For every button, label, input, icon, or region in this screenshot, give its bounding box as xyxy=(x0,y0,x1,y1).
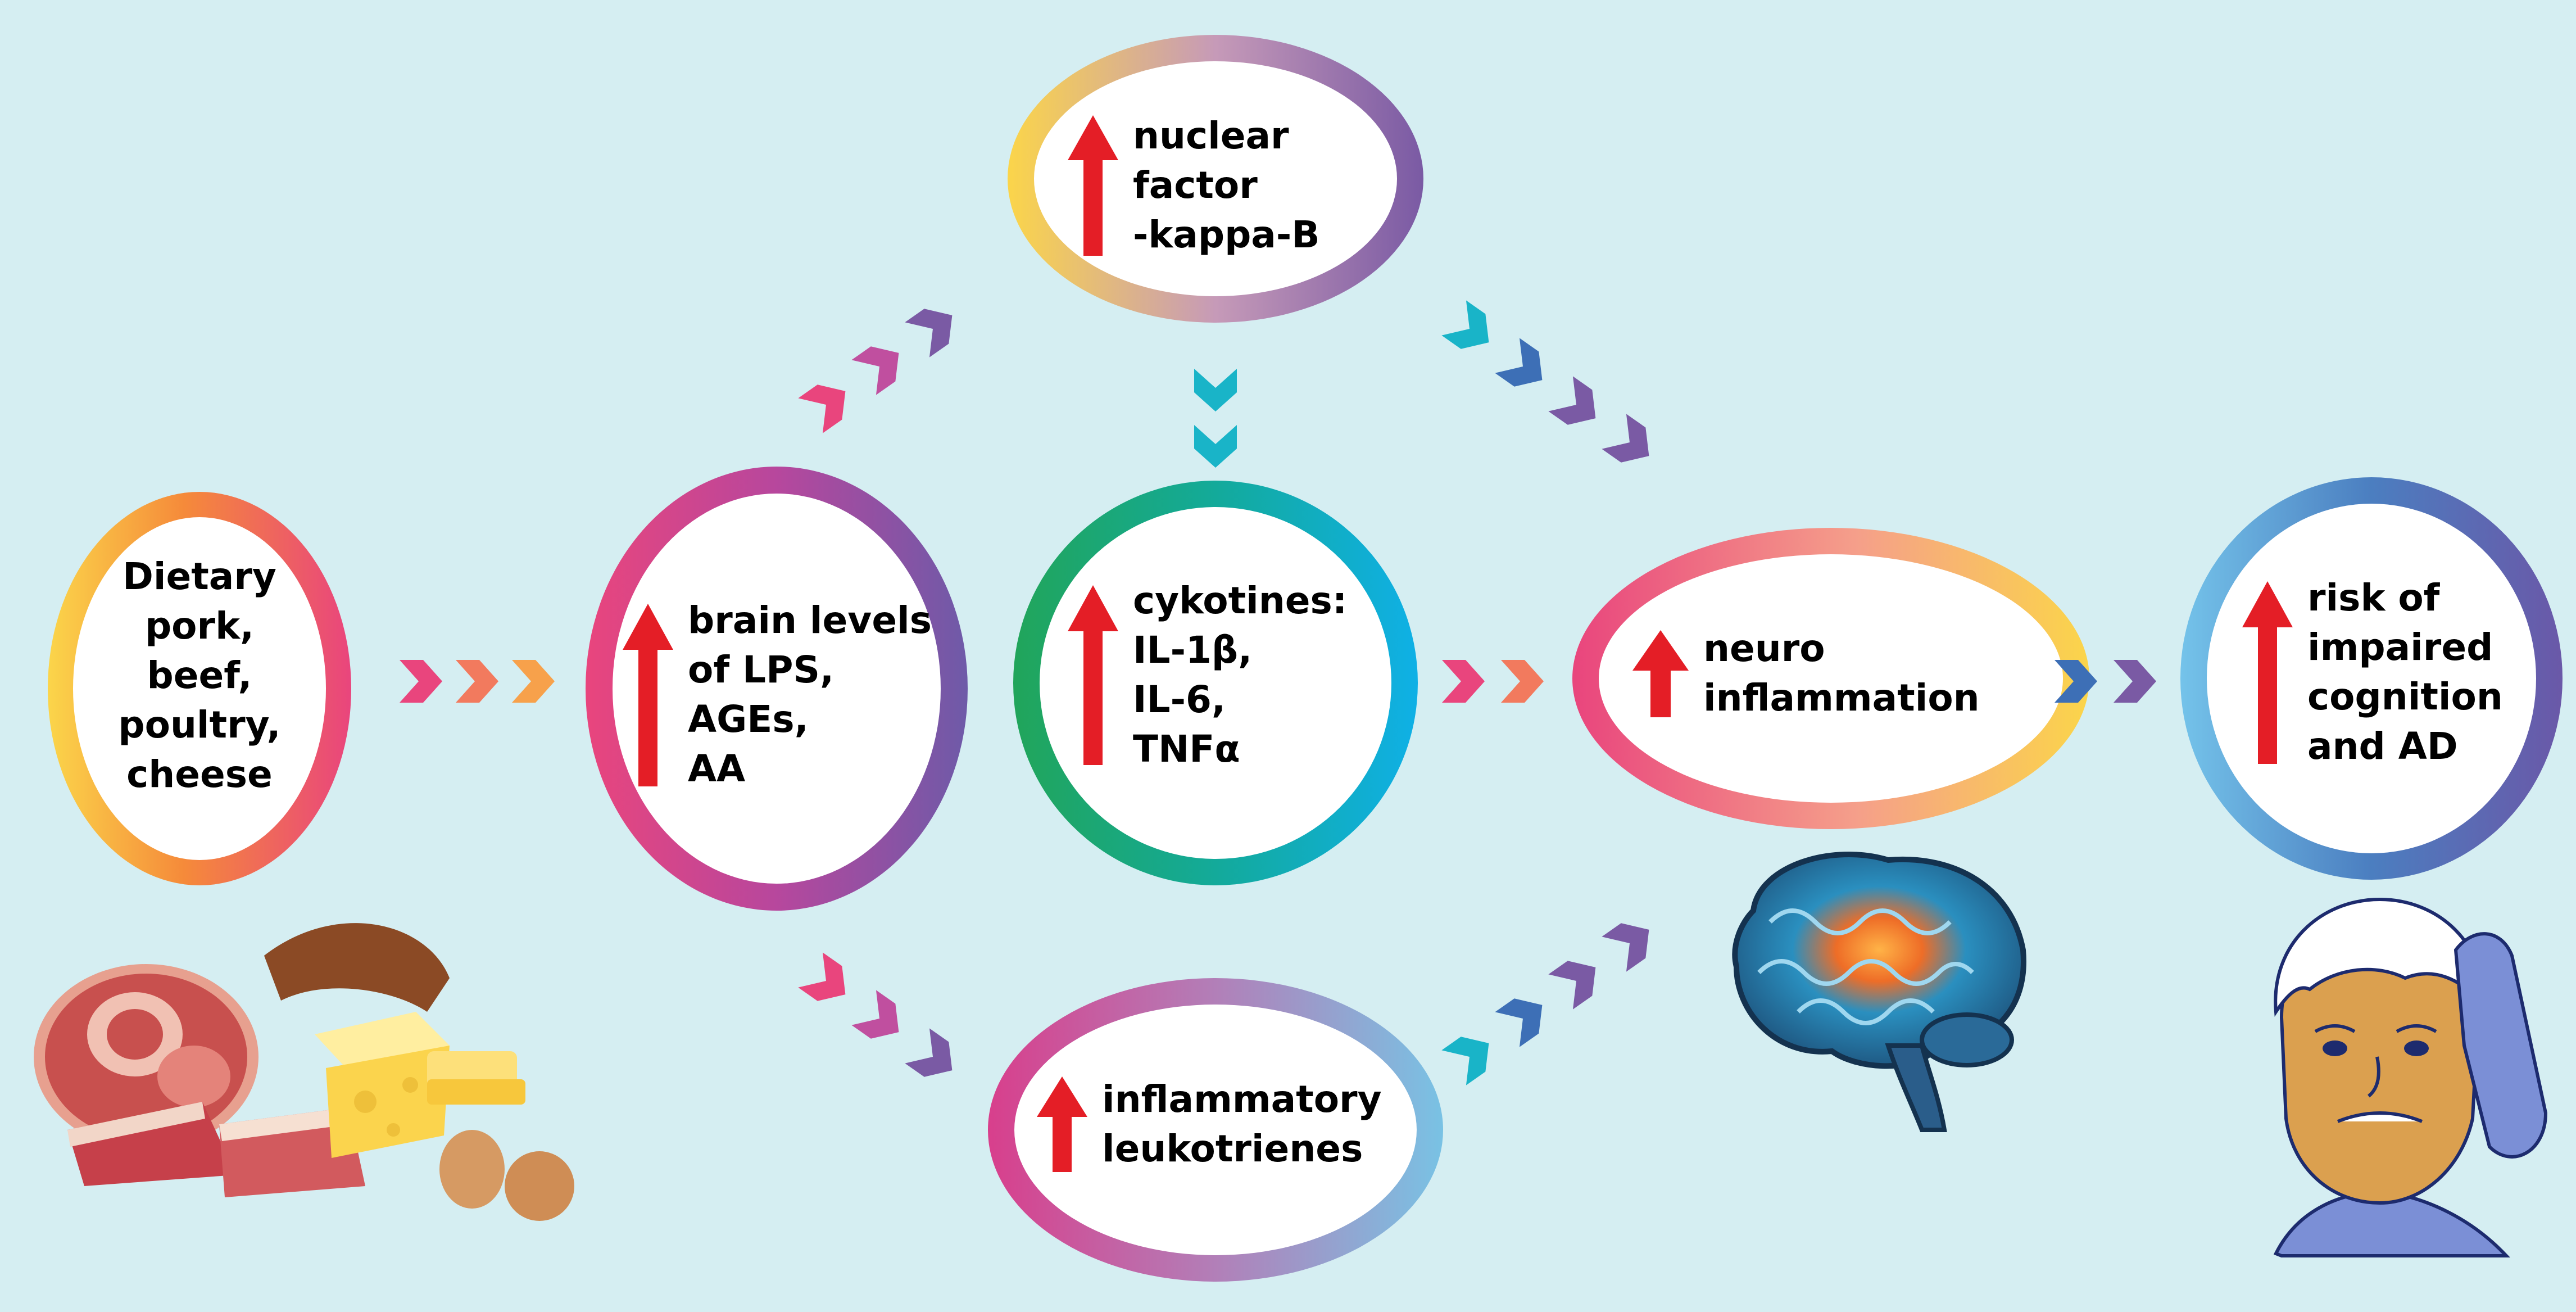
chevrons-brain-to-nfkb-1 xyxy=(798,384,846,433)
node-nfkb xyxy=(1008,35,1423,323)
cytokines-text: cykotines: IL-1β, IL-6, TNFα xyxy=(1068,576,1347,774)
risk-line-1: risk of xyxy=(2307,576,2440,619)
nfkb-line-1: nuclear xyxy=(1133,114,1289,157)
cytokines-line-3: IL-6, xyxy=(1133,678,1226,721)
chevrons-nfkb-to-neuro-1 xyxy=(1441,300,1489,349)
chevrons-nfkb-to-cytokines-1 xyxy=(1194,369,1237,411)
brain-levels-line-1: brain levels xyxy=(688,599,932,642)
chevrons-leukotrienes-to-neuro-4 xyxy=(1602,923,1649,972)
neuroinflammation-text: neuro inflammation xyxy=(1632,624,1980,723)
node-cytokines xyxy=(1013,481,1418,885)
brain-illustration xyxy=(1732,852,2026,1132)
neuroinflammation-line-1: neuro xyxy=(1703,627,1825,670)
chevrons-leukotrienes-to-neuro-2 xyxy=(1495,998,1543,1047)
chevrons-diet-to-brain-1 xyxy=(400,660,442,703)
dietary-line-1: Dietary xyxy=(123,555,276,598)
risk-text: risk of impaired cognition and AD xyxy=(2242,573,2503,771)
chevrons-brain-to-nfkb-2 xyxy=(851,346,899,395)
chevrons-nfkb-to-neuro-2 xyxy=(1495,338,1543,387)
chevrons-nfkb-to-neuro-4 xyxy=(1602,414,1649,463)
cytokines-line-2: IL-1β, xyxy=(1133,628,1253,672)
chevrons-diet-to-brain-3 xyxy=(512,660,555,703)
risk-line-4: and AD xyxy=(2307,725,2458,768)
dietary-line-2: pork, xyxy=(144,604,255,648)
chevrons-leukotrienes-to-neuro-1 xyxy=(1441,1037,1489,1085)
node-dietary xyxy=(48,492,351,885)
neuroinflammation-line-2: inflammation xyxy=(1703,676,1980,720)
nfkb-line-2: factor xyxy=(1133,164,1258,207)
chevrons-nfkb-to-cytokines-2 xyxy=(1194,425,1237,468)
brain-levels-line-3: AGEs, xyxy=(688,698,809,741)
nfkb-text: nuclear factor -kappa-B xyxy=(1068,111,1320,260)
brain-levels-text: brain levels of LPS, AGEs, AA xyxy=(623,596,932,794)
chevrons-brain-to-nfkb-3 xyxy=(905,309,953,358)
chevrons-diet-to-brain-2 xyxy=(456,660,498,703)
cytokines-line-4: TNFα xyxy=(1133,727,1240,771)
up-arrow-icon xyxy=(2242,581,2293,764)
chevrons-cytokines-to-neuro-2 xyxy=(1501,660,1544,703)
dietary-line-3: beef, xyxy=(147,654,252,697)
risk-line-2: impaired xyxy=(2307,626,2493,669)
up-arrow-icon xyxy=(1632,630,1689,717)
chevrons-neuro-to-risk-2 xyxy=(2114,660,2156,703)
food-illustration xyxy=(34,923,574,1221)
risk-line-3: cognition xyxy=(2307,675,2503,718)
dietary-line-4: poultry, xyxy=(118,703,281,747)
leukotrienes-line-1: inflammatory xyxy=(1102,1078,1382,1121)
dietary-line-5: cheese xyxy=(126,753,273,796)
brain-levels-line-2: of LPS, xyxy=(688,648,835,691)
up-arrow-icon xyxy=(1068,585,1118,765)
chevrons-brain-to-leukotrienes-1 xyxy=(798,952,846,1001)
node-neuroinflammation xyxy=(1572,528,2089,829)
chevrons-nfkb-to-neuro-3 xyxy=(1548,376,1596,425)
up-arrow-icon xyxy=(1068,115,1118,256)
chevrons-leukotrienes-to-neuro-3 xyxy=(1548,961,1596,1010)
cytokines-line-1: cykotines: xyxy=(1133,579,1348,622)
chevrons-brain-to-leukotrienes-2 xyxy=(851,990,899,1039)
chevrons-brain-to-leukotrienes-3 xyxy=(905,1028,953,1077)
node-brain-levels xyxy=(586,467,968,911)
nfkb-line-3: -kappa-B xyxy=(1133,213,1320,256)
dietary-text: Dietary pork, beef, poultry, cheese xyxy=(87,552,312,799)
brain-levels-line-4: AA xyxy=(688,747,746,790)
leukotrienes-line-2: leukotrienes xyxy=(1102,1127,1363,1170)
up-arrow-icon xyxy=(623,603,673,786)
chevrons-neuro-to-risk-1 xyxy=(2055,660,2097,703)
up-arrow-icon xyxy=(1037,1076,1087,1172)
person-illustration xyxy=(2273,897,2548,1257)
node-risk xyxy=(2180,477,2563,880)
chevrons-cytokines-to-neuro-1 xyxy=(1442,660,1485,703)
connector-chevrons xyxy=(400,300,2156,1085)
leukotrienes-text: inflammatory leukotrienes xyxy=(1037,1075,1382,1174)
node-leukotrienes xyxy=(988,978,1443,1282)
